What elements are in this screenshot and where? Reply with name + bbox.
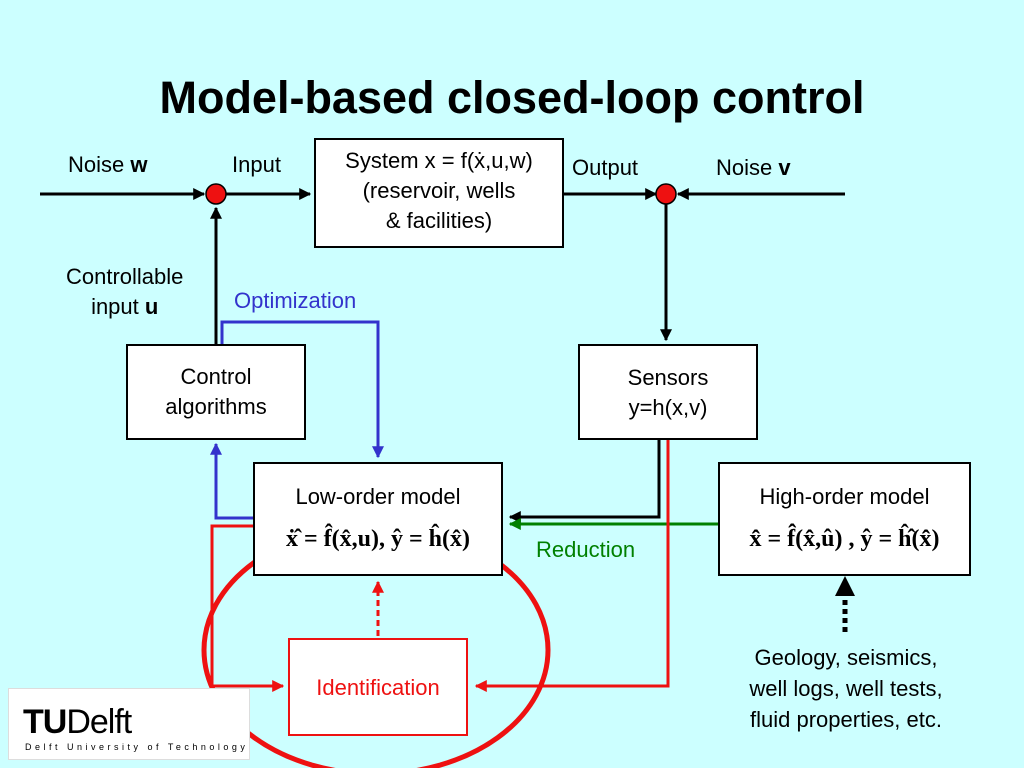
- noise-v-prefix: Noise: [716, 155, 779, 180]
- sensors-box-line2: y=h(x,v): [628, 395, 708, 420]
- tu-delft-logo: TUDelft Delft University of Technology: [8, 688, 250, 760]
- geology-note-line1: Geology, seismics,: [754, 645, 938, 670]
- input-to-identification-arrow: [210, 524, 285, 692]
- geology-note: Geology, seismics, well logs, well tests…: [726, 642, 966, 735]
- high-order-model-equation: x̂̂ = f̂̂(x̂̂,û) , ŷ = ĥ̂(x̂̂): [749, 526, 940, 552]
- controllable-line2-prefix: input: [91, 294, 145, 319]
- logo-mark-tu: TU: [23, 703, 67, 741]
- controllable-line2-symbol: u: [144, 294, 159, 319]
- low-order-model-title: Low-order model: [295, 484, 461, 509]
- logo-mark-delft: Delft: [66, 703, 132, 741]
- controllable-line2: input u: [66, 292, 183, 322]
- noise-w-prefix: Noise: [68, 152, 131, 177]
- noise-v-symbol: v: [778, 155, 791, 180]
- geology-note-line3: fluid properties, etc.: [750, 707, 942, 732]
- system-box-line2: (reservoir, wells: [362, 178, 516, 203]
- control-algorithms-box: Control algorithms: [126, 344, 306, 440]
- tu-delft-logo-subtitle: Delft University of Technology: [25, 742, 249, 752]
- reduction-label: Reduction: [536, 537, 636, 562]
- sensors-box: Sensors y=h(x,v): [578, 344, 758, 440]
- system-box-line1: System x = f(ẋ,u,w): [345, 148, 533, 173]
- sensors-box-line1: Sensors: [627, 365, 709, 390]
- controllable-line1: Controllable: [66, 264, 184, 289]
- input-label: Input: [232, 152, 281, 177]
- low-order-model-equation: ẋ̂ = f̂(x̂,u), ŷ = ĥ(x̂): [285, 526, 470, 552]
- high-order-model-title: High-order model: [759, 484, 930, 509]
- high-order-model-box: High-order model x̂̂ = f̂̂(x̂̂,û) , ŷ = …: [718, 462, 971, 576]
- noise-v-label: Noise v: [716, 155, 791, 181]
- identification-box: Identification: [288, 638, 468, 736]
- noise-w-label: Noise w: [68, 152, 147, 178]
- tu-delft-logo-mark: TUDelft: [23, 703, 132, 742]
- geology-note-line2: well logs, well tests,: [749, 676, 943, 701]
- controllable-input-label: Controllable input u: [66, 262, 183, 322]
- output-summing-junction: [655, 183, 677, 205]
- input-summing-junction: [205, 183, 227, 205]
- optimization-label: Optimization: [234, 288, 357, 313]
- sensors-to-low-order-arrow: [508, 440, 661, 523]
- optimization-arrow: [220, 320, 384, 459]
- identification-label: Identification: [316, 675, 440, 700]
- low-order-to-control-arrow: [210, 442, 253, 520]
- system-box: System x = f(ẋ,u,w) (reservoir, wells & …: [314, 138, 564, 248]
- output-label: Output: [572, 155, 639, 180]
- control-box-line1: Control: [180, 364, 252, 389]
- noise-w-symbol: w: [130, 152, 148, 177]
- slide-title: Model-based closed-loop control: [159, 72, 865, 123]
- output-to-identification-arrow: [474, 440, 670, 692]
- control-box-line2: algorithms: [165, 394, 267, 419]
- system-box-line3: & facilities): [385, 208, 493, 233]
- low-order-model-box: Low-order model ẋ̂ = f̂(x̂,u), ŷ = ĥ(x̂): [253, 462, 503, 576]
